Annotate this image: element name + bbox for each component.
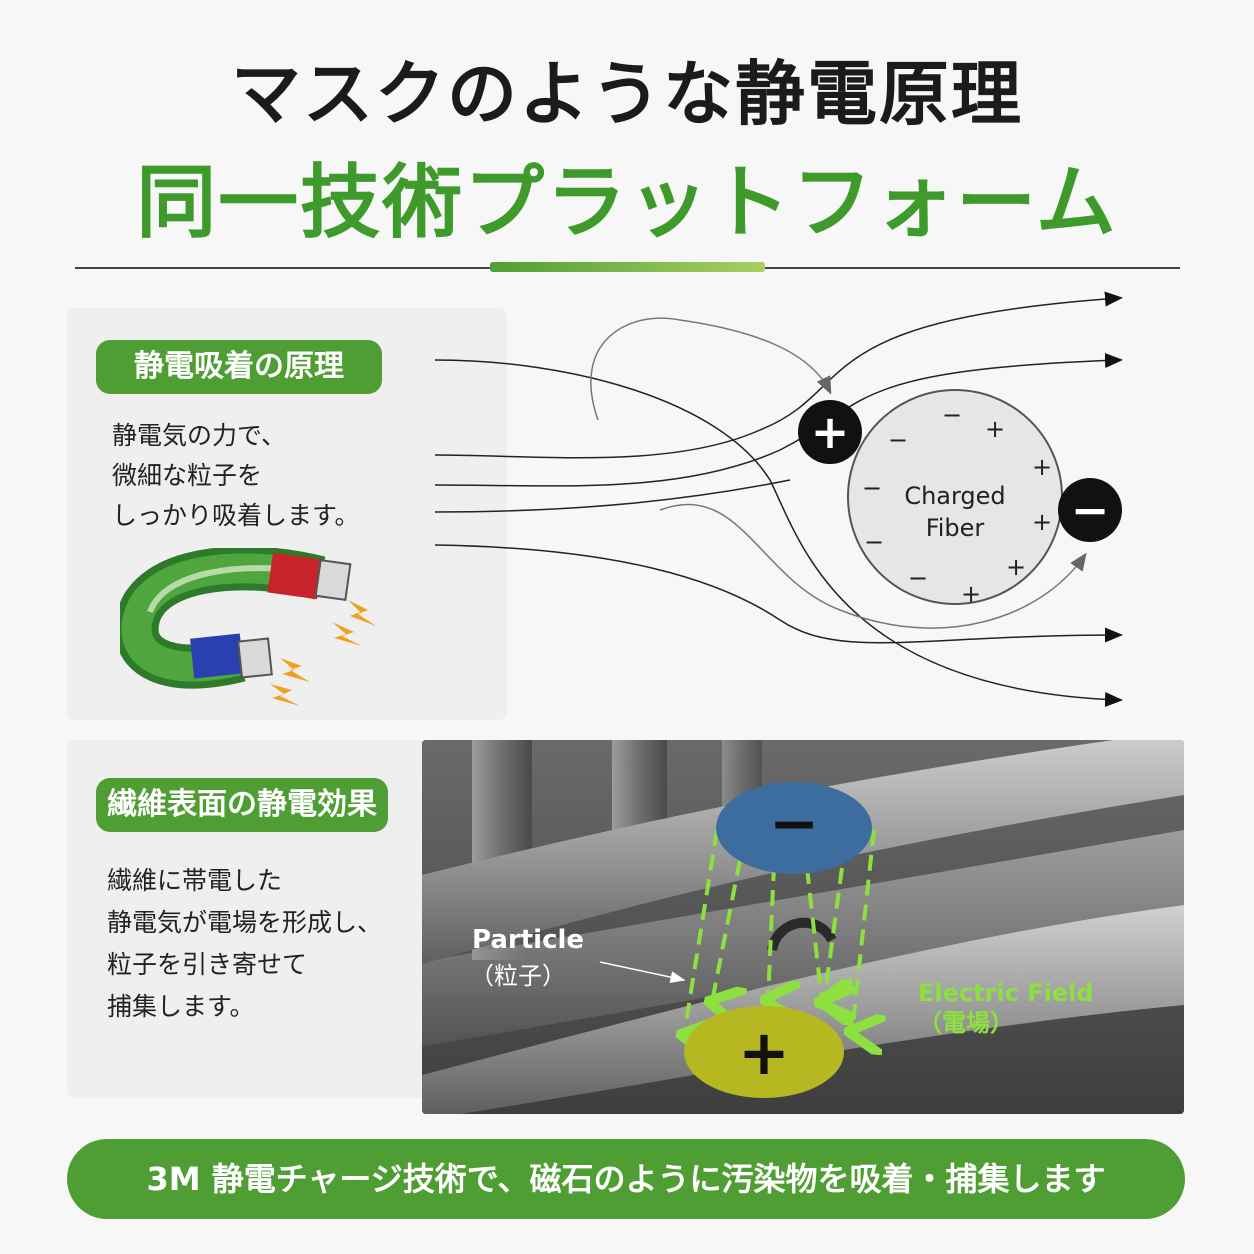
- page-subtitle: 同一技術プラットフォーム: [136, 156, 1118, 249]
- fiber-charge-sign: +: [985, 415, 1005, 443]
- negative-charge-icon: [1058, 478, 1122, 542]
- field-line: [434, 479, 791, 513]
- fiber-charge-sign: −: [908, 564, 928, 592]
- fiber-charge-sign: −: [862, 474, 882, 502]
- negative-pole: [716, 782, 872, 874]
- principle-line-2: 微細な粒子を: [112, 461, 263, 490]
- principle-description: 静電気の力で、 微細な粒子を しっかり吸着します。: [112, 416, 360, 536]
- fiber-charge-sign: +: [1032, 508, 1052, 536]
- negative-pole-symbol: −: [769, 789, 819, 859]
- fiber-charge-sign: +: [1032, 453, 1052, 481]
- surface-tag: 繊維表面の静電効果: [96, 778, 388, 832]
- field-line: [434, 291, 1123, 459]
- attraction-arc: [590, 317, 832, 421]
- fiber-charge-sign: +: [961, 580, 981, 608]
- field-arrow: [768, 864, 774, 1000]
- principle-line-1: 静電気の力で、: [112, 421, 287, 450]
- fiber-charge-sign: −: [942, 401, 962, 429]
- fiber-charge-sign: −: [864, 528, 884, 556]
- field-arrow: [852, 829, 874, 1032]
- field-label-jp: （電場）: [918, 1009, 1014, 1037]
- field-line: [434, 353, 1123, 487]
- positive-pole: [684, 1006, 844, 1098]
- field-line: [434, 359, 1123, 707]
- field-arrow: [824, 867, 842, 1002]
- fiber-charge-sign: −: [888, 426, 908, 454]
- positive-charge-icon: [798, 400, 862, 464]
- fiber-charge-sign: +: [1006, 553, 1026, 581]
- surface-line-1: 繊維に帯電した: [107, 866, 283, 895]
- fiber-label-line1: Charged: [904, 482, 1005, 510]
- fiber-micrograph: − + Particle （粒子） Electric Field （電場）: [422, 740, 1184, 1114]
- footer-banner: 3M 静電チャージ技術で、磁石のように汚染物を吸着・捕集します: [67, 1139, 1185, 1219]
- fiber-label-line2: Fiber: [926, 514, 985, 542]
- field-line-diagram: Charged Fiber − − + + − − + + − + + −: [434, 291, 1123, 707]
- principle-line-3: しっかり吸着します。: [112, 501, 360, 530]
- divider-accent: [490, 262, 765, 272]
- field-line: [434, 544, 1123, 644]
- positive-charge-symbol: +: [811, 405, 850, 459]
- page-title: マスクのような静電原理: [231, 53, 1023, 135]
- surface-line-3: 粒子を引き寄せて: [107, 950, 308, 979]
- attraction-arc: [659, 503, 1087, 629]
- field-label: Electric Field: [918, 979, 1094, 1007]
- particle-label: Particle: [472, 925, 584, 955]
- positive-pole-symbol: +: [738, 1016, 790, 1089]
- principle-tag: 静電吸着の原理: [96, 340, 382, 394]
- particle-pointer: [599, 961, 686, 984]
- field-arrow: [805, 867, 822, 1002]
- magnet-illustration: [120, 548, 376, 706]
- surface-description: 繊維に帯電した 静電気が電場を形成し、 粒子を引き寄せて 捕集します。: [107, 860, 382, 1028]
- surface-line-4: 捕集します。: [107, 992, 255, 1021]
- surface-line-2: 静電気が電場を形成し、: [107, 908, 383, 937]
- negative-charge-symbol: −: [1071, 483, 1110, 537]
- particle-label-jp: （粒子）: [470, 962, 566, 990]
- field-arrow: [684, 829, 719, 1035]
